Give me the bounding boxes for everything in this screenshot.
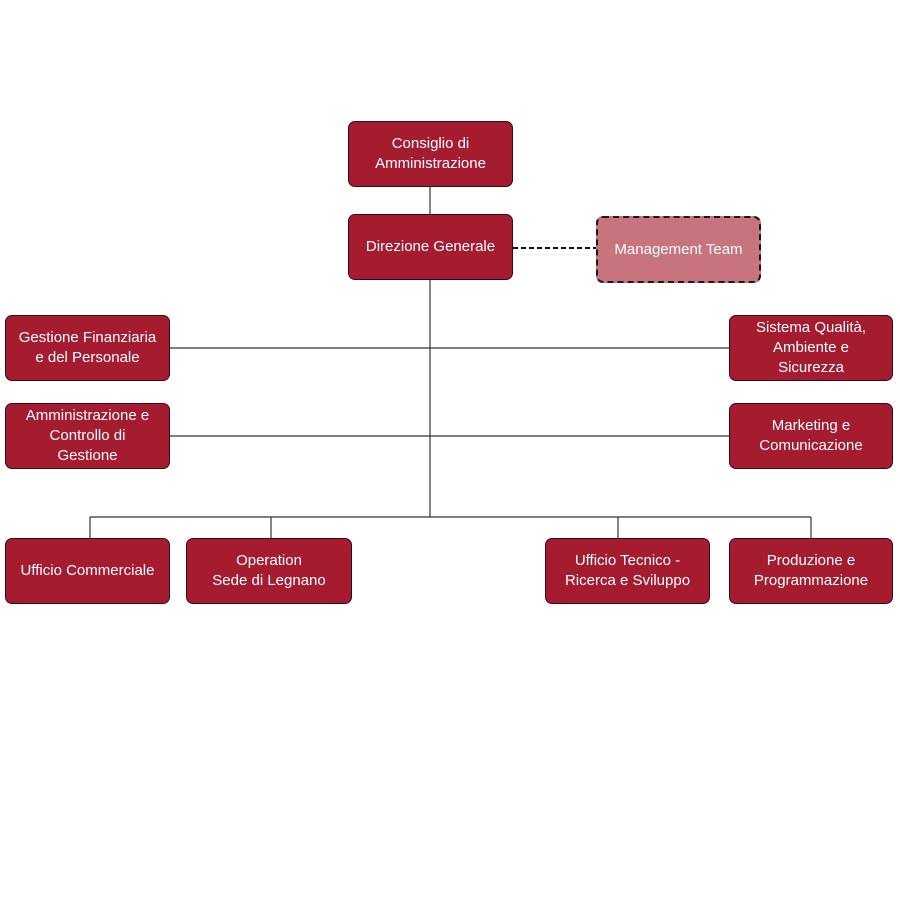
box-admin-control-label: Amministrazione e Controllo di Gestione	[25, 407, 150, 464]
box-general-management: Direzione Generale	[348, 214, 513, 280]
box-marketing: Marketing e Comunicazione	[729, 403, 893, 469]
box-management-team-label: Management Team	[614, 240, 743, 258]
box-board: Consiglio di Amministrazione	[348, 121, 513, 187]
box-sales: Ufficio Commerciale	[5, 538, 170, 604]
box-technical-rd-label: Ufficio Tecnico - Ricerca e Sviluppo	[564, 552, 691, 589]
box-general-management-label: Direzione Generale	[365, 238, 496, 255]
box-operation-label: Operation Sede di Legnano	[212, 552, 326, 589]
box-quality-env-safety: Sistema Qualità, Ambiente e Sicurezza	[729, 315, 893, 381]
box-marketing-label: Marketing e Comunicazione	[759, 417, 863, 454]
box-production-label: Produzione e Programmazione	[753, 552, 869, 589]
box-finance-hr: Gestione Finanziaria e del Personale	[5, 315, 170, 381]
box-technical-rd: Ufficio Tecnico - Ricerca e Sviluppo	[545, 538, 710, 604]
box-production: Produzione e Programmazione	[729, 538, 893, 604]
box-admin-control: Amministrazione e Controllo di Gestione	[5, 403, 170, 469]
box-management-team: Management Team	[596, 216, 761, 283]
box-finance-hr-label: Gestione Finanziaria e del Personale	[18, 329, 157, 366]
box-sales-label: Ufficio Commerciale	[20, 562, 155, 579]
box-quality-env-safety-label: Sistema Qualità, Ambiente e Sicurezza	[755, 319, 867, 376]
box-operation: Operation Sede di Legnano	[186, 538, 352, 604]
box-board-label: Consiglio di Amministrazione	[375, 135, 486, 172]
